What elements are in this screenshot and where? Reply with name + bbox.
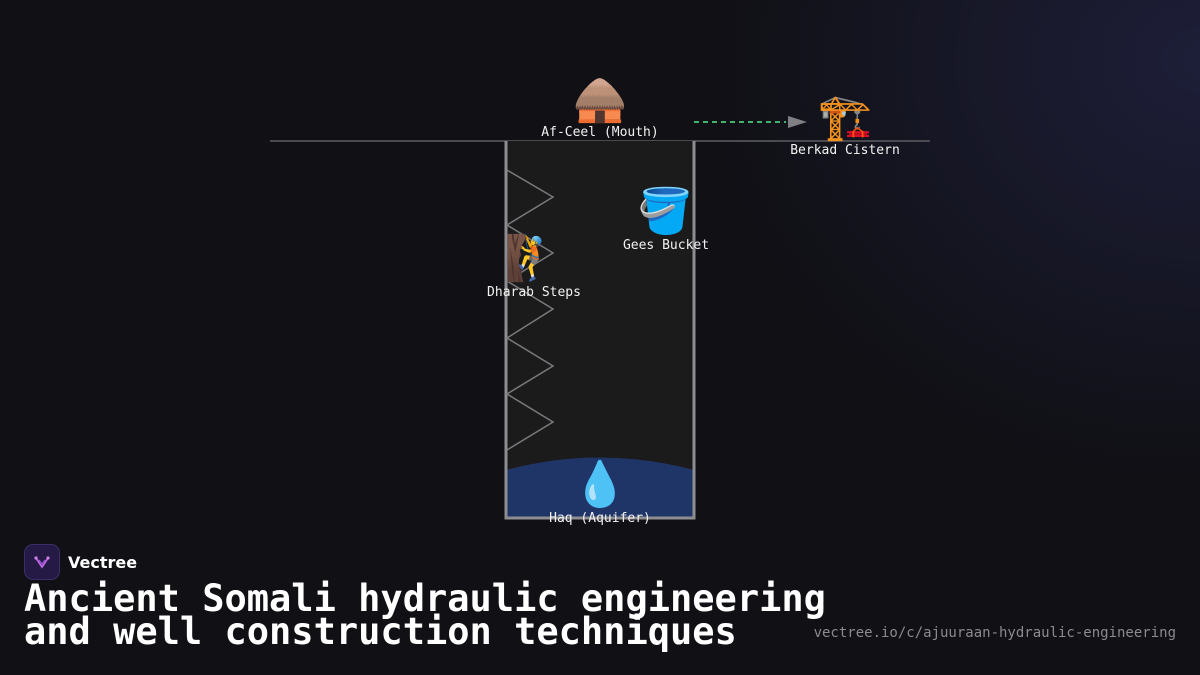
aquifer-label: Haq (Aquifer) — [549, 511, 651, 526]
steps-label: Dharab Steps — [487, 285, 581, 300]
dharab-steps-zigzag — [505, 169, 555, 451]
page-title: Ancient Somali hydraulic engineering and… — [24, 577, 826, 653]
aquifer-water — [506, 457, 694, 518]
construction-crane-icon: 🏗️ — [817, 92, 873, 143]
hut-icon: 🛖 — [572, 74, 628, 125]
climber-icon: 🧗 — [504, 233, 560, 284]
brand-name: Vectree — [68, 552, 138, 572]
water-drop-icon: 💧 — [572, 459, 628, 510]
brand: Vectree — [24, 544, 137, 580]
bucket-icon: 🪣 — [637, 186, 693, 237]
source-url[interactable]: vectree.io/c/ajuuraan-hydraulic-engineer… — [813, 625, 1176, 641]
well-shaft — [506, 141, 694, 518]
vectree-logo-icon — [24, 544, 60, 580]
cistern-label: Berkad Cistern — [790, 143, 900, 158]
mouth-label: Af-Ceel (Mouth) — [541, 125, 659, 140]
bucket-label: Gees Bucket — [622, 238, 710, 253]
flow-arrow-head — [788, 116, 807, 128]
